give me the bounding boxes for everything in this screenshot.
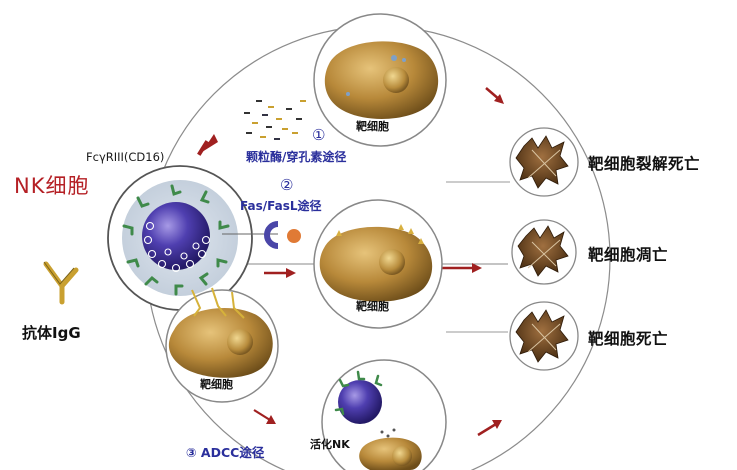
red-arrow-icon bbox=[197, 134, 218, 156]
outcome-death-label: 靶细胞死亡 bbox=[588, 330, 669, 348]
outcome-apoptosis-label: 靶细胞凋亡 bbox=[588, 246, 669, 264]
dead-cell-lysis-icon bbox=[509, 127, 579, 197]
red-arrow-icon bbox=[253, 409, 276, 424]
target-cell-label-middle: 靶细胞 bbox=[356, 300, 389, 313]
dead-cell-death-icon bbox=[509, 301, 579, 371]
target-cell-label-top: 靶细胞 bbox=[356, 120, 389, 133]
igg-antibody-outline bbox=[43, 261, 75, 285]
activated-nk-cell bbox=[321, 359, 447, 470]
pathway1-label: 颗粒酶/穿孔素途径 bbox=[246, 150, 347, 164]
pathway3-label: ③ ADCC途径 bbox=[186, 445, 265, 460]
red-arrow-icon bbox=[264, 268, 296, 278]
activated-nk-label: 活化NK bbox=[310, 438, 350, 451]
antibody-label: 抗体IgG bbox=[22, 324, 81, 342]
pathway2-number: ② bbox=[280, 176, 294, 194]
red-arrow-icon bbox=[485, 87, 504, 104]
outcome-lysis-label: 靶细胞裂解死亡 bbox=[588, 155, 701, 173]
pathway2-label: Fas/FasL途径 bbox=[240, 199, 322, 213]
fas-fasl-link bbox=[222, 221, 301, 249]
target-cell-label-adcc: 靶细胞 bbox=[200, 378, 233, 391]
target-cell-top bbox=[313, 13, 447, 147]
target-cell-middle bbox=[313, 199, 443, 329]
red-arrow-icon bbox=[436, 263, 482, 273]
receptor-label: FcγRIII(CD16) bbox=[86, 150, 165, 164]
nk-cell bbox=[107, 165, 253, 311]
granzyme-perforin-granules bbox=[244, 100, 306, 140]
nk-cell-title: NK细胞 bbox=[14, 174, 90, 198]
target-cell-adcc bbox=[165, 287, 279, 403]
red-arrow-icon bbox=[477, 420, 502, 437]
dead-cell-apoptosis-icon bbox=[511, 219, 577, 285]
pathway1-number: ① bbox=[312, 126, 326, 144]
